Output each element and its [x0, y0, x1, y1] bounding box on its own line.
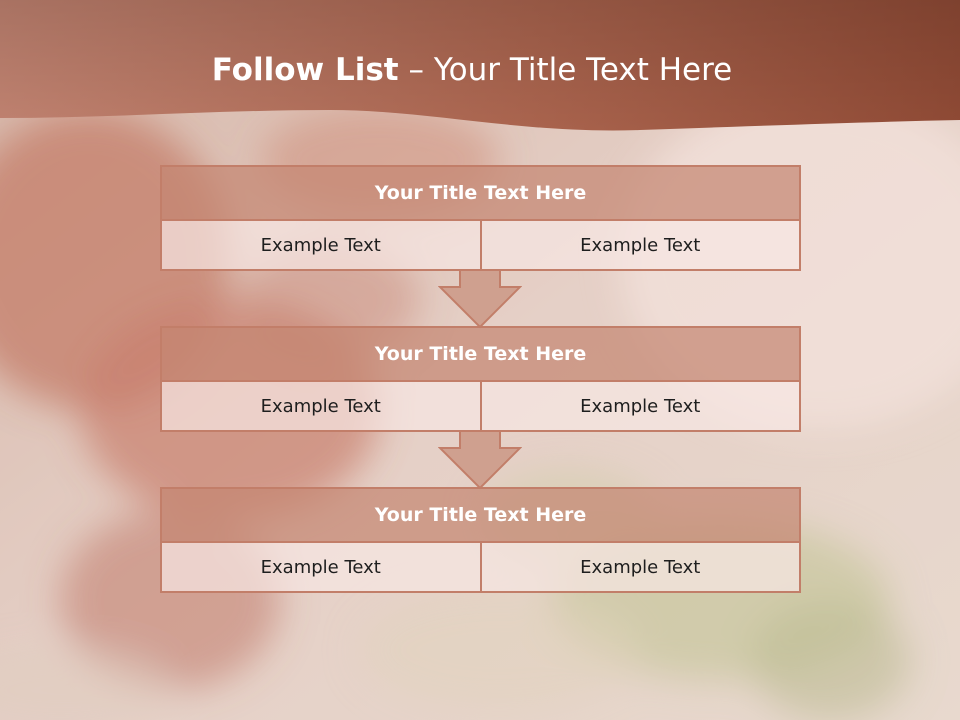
block-cell-right: Example Text: [481, 221, 801, 271]
block-cell-right: Example Text: [481, 543, 801, 593]
block-cell-left: Example Text: [160, 543, 482, 593]
block-cell-left: Example Text: [160, 382, 482, 432]
list-block-3: Your Title Text Here Example Text Exampl…: [160, 487, 801, 593]
block-row: Example Text Example Text: [160, 221, 801, 271]
block-title: Your Title Text Here: [160, 165, 801, 221]
block-cell-left: Example Text: [160, 221, 482, 271]
slide-title-rest: – Your Title Text Here: [398, 52, 733, 88]
down-arrow-icon: [438, 269, 522, 329]
down-arrow-icon: [438, 430, 522, 490]
block-title: Your Title Text Here: [160, 326, 801, 382]
block-title: Your Title Text Here: [160, 487, 801, 543]
slide-title-bold: Follow List: [211, 52, 399, 88]
block-cell-right: Example Text: [481, 382, 801, 432]
list-block-1: Your Title Text Here Example Text Exampl…: [160, 165, 801, 271]
list-block-2: Your Title Text Here Example Text Exampl…: [160, 326, 801, 432]
slide-title: Follow List – Your Title Text Here: [0, 52, 944, 88]
block-row: Example Text Example Text: [160, 543, 801, 593]
block-row: Example Text Example Text: [160, 382, 801, 432]
